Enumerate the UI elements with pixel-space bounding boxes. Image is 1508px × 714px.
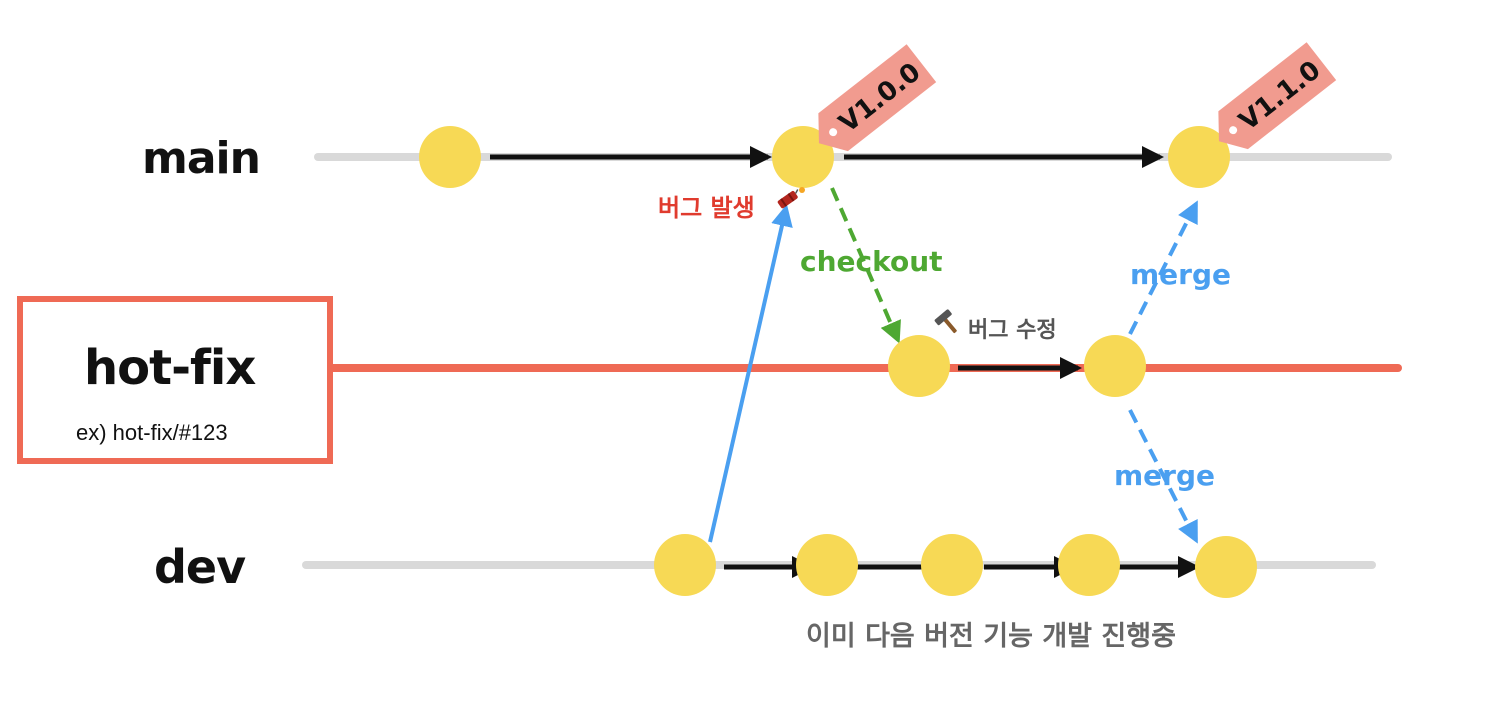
- dynamite-icon: [777, 187, 805, 209]
- checkout-arrow: [830, 187, 901, 344]
- main-commit-2: [772, 126, 834, 188]
- tag-v100: V1.0.0: [818, 44, 937, 152]
- dev-commit-2: [796, 534, 858, 596]
- tag-v110: V1.1.0: [1218, 42, 1337, 150]
- hotfix-label-box: [17, 296, 333, 464]
- main-branch-label: main: [142, 133, 261, 184]
- dev-commit-5: [1195, 536, 1257, 598]
- main-commit-3: [1168, 126, 1230, 188]
- bug-fix-label: 버그 수정: [968, 318, 1057, 343]
- dev-commit-1: [654, 534, 716, 596]
- dev-commit-4: [1058, 534, 1120, 596]
- hotfix-commit-1: [888, 335, 950, 397]
- merge-to-main-label: merge: [1130, 258, 1232, 291]
- merge-to-dev-arrow: [1128, 409, 1198, 544]
- hammer-icon: [934, 309, 957, 334]
- dev-progress-label: 이미 다음 버전 기능 개발 진행중: [806, 621, 1176, 652]
- hotfix-branch-label: hot-fix: [84, 340, 256, 396]
- dev-to-main-arrow: [708, 204, 793, 543]
- hotfix-commit-2: [1084, 335, 1146, 397]
- bug-occurred-label: 버그 발생: [658, 194, 755, 222]
- merge-to-dev-label: merge: [1114, 459, 1216, 492]
- merge-to-main-arrow: [1128, 200, 1198, 335]
- dev-branch-label: dev: [154, 540, 246, 594]
- main-commit-1: [419, 126, 481, 188]
- hotfix-example-label: ex) hot-fix/#123: [76, 420, 228, 445]
- checkout-label: checkout: [800, 245, 943, 278]
- dev-commit-3: [921, 534, 983, 596]
